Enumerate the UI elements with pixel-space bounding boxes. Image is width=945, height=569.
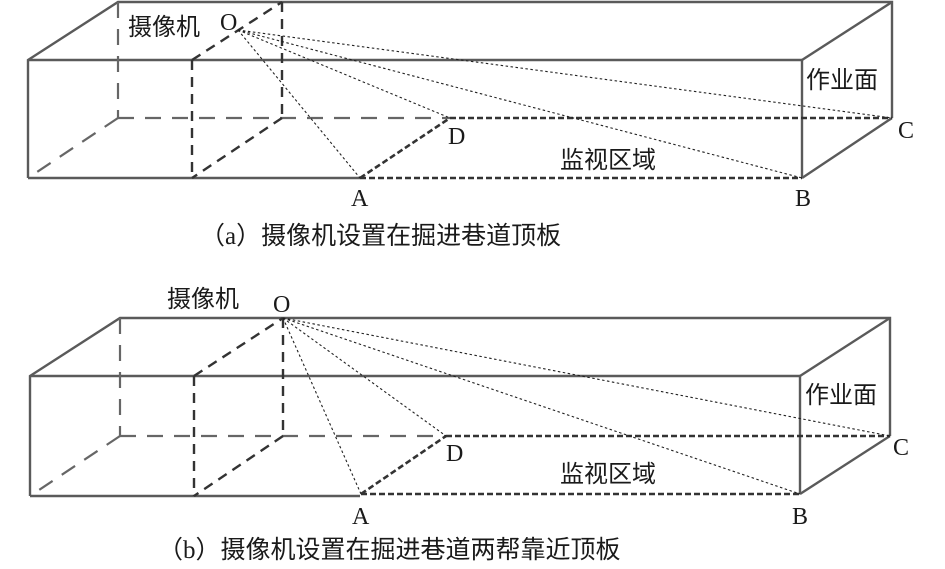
ray-OC — [237, 29, 893, 119]
camera-section-plane — [190, 0, 284, 179]
tunnel-outline-left-top — [28, 316, 892, 496]
edge-AD — [360, 434, 447, 496]
point-D-label: D — [448, 124, 465, 150]
point-B-label: B — [795, 186, 811, 212]
point-D-label: D — [446, 441, 463, 467]
ray-OC — [282, 317, 891, 437]
point-A-label: A — [351, 186, 369, 212]
tunnel-box — [28, 316, 892, 498]
figure-a: 摄像机 O A D B C 作业面 监视区域 （a）摄像机设置在掘进巷道顶板 — [26, 0, 914, 250]
camera-section-plane — [192, 316, 285, 497]
hidden-left-floor-edge — [27, 117, 119, 179]
point-C-label: C — [898, 118, 914, 144]
ray-OB — [282, 317, 801, 495]
working-face-label: 作业面 — [806, 67, 878, 94]
figure-b: 摄像机 O A D B C 作业面 监视区域 （b）摄像机设置在掘进巷道两帮靠近… — [28, 286, 909, 564]
monitoring-region — [359, 116, 892, 180]
camera-view-rays — [237, 29, 893, 179]
tunnel-box — [26, 0, 894, 180]
camera-label: 摄像机 — [128, 14, 200, 41]
point-O-label: O — [273, 292, 290, 318]
monitoring-region-label: 监视区域 — [560, 461, 656, 488]
point-O-label: O — [220, 10, 237, 36]
ray-OD — [282, 317, 447, 437]
bottom-right-edge — [801, 117, 893, 179]
top-right-edge — [801, 0, 893, 62]
caption-b: （b）摄像机设置在掘进巷道两帮靠近顶板 — [158, 536, 621, 564]
bottom-right-edge — [799, 434, 891, 496]
edge-AD — [359, 116, 451, 180]
ray-OD — [237, 29, 451, 119]
top-right-edge — [799, 316, 891, 378]
ray-OB — [237, 29, 803, 179]
point-B-label: B — [792, 504, 808, 530]
camera-label: 摄像机 — [167, 286, 239, 313]
ray-OA — [282, 317, 362, 495]
hidden-left-floor-edge — [29, 435, 121, 497]
monitoring-region — [360, 434, 890, 496]
caption-a: （a）摄像机设置在掘进巷道顶板 — [200, 222, 561, 250]
point-C-label: C — [893, 435, 909, 461]
ray-OA — [237, 29, 361, 179]
point-A-label: A — [352, 504, 370, 530]
camera-view-rays — [282, 317, 891, 495]
monitoring-region-label: 监视区域 — [560, 147, 656, 174]
working-face-label: 作业面 — [805, 382, 877, 409]
